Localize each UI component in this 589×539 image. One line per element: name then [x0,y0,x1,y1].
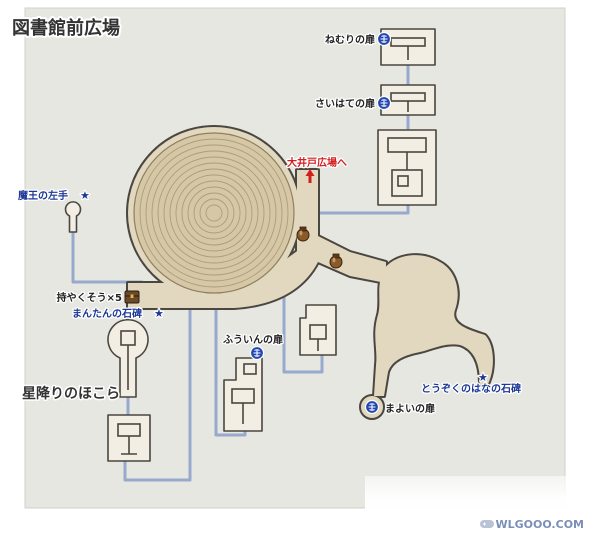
gamepad-icon [480,520,494,528]
passage-lines [71,63,410,482]
plaza-rings [133,132,295,294]
door-label-saihate: さいはての扉 [315,97,375,110]
door-icon [249,345,265,361]
exit-label: 大井戸広場へ [287,156,347,169]
star-icon: ★ [80,189,90,202]
room-east-annex [299,304,337,356]
star-icon: ★ [478,371,488,384]
up-arrow-icon [305,169,315,183]
jar-icon [329,253,343,269]
room-saihate [380,84,436,116]
door-icon [376,31,392,47]
room-maou-node [64,201,82,233]
star-icon: ★ [154,307,164,320]
jar-icon [296,226,310,242]
room-outline [64,201,82,233]
plaza-ring [145,144,283,282]
jar-neck [299,226,307,232]
monument-label-mantan: まんたんの石碑 [72,307,142,320]
passage-line [123,304,192,482]
plaza-ring-base [133,132,295,294]
passage-line [214,304,247,437]
plaza-ring [169,168,259,258]
map-title: 図書館前広場 [12,17,120,39]
room-wall [121,436,137,455]
gamepad-body [480,520,494,528]
plaza-ring [187,186,241,240]
cave-floor [374,255,493,396]
passage-line [282,262,324,374]
passage-line [71,229,144,284]
door-icon-swirl [380,99,388,107]
plaza-ring [199,198,229,228]
room-north-hall [377,129,437,206]
plaza-ring [157,156,271,270]
plaza-ring [175,174,253,252]
plaza-ring [181,180,247,246]
room-nemuri [380,28,436,66]
room-hoshifuri-shrine [107,414,151,462]
room-wall [397,175,409,187]
plaza-ring [151,150,277,276]
plaza-ring [205,204,223,222]
treasure-label: 持やくそう×5 [57,291,122,304]
room-wall [391,169,423,197]
room-wall [243,363,257,375]
door-icon-swirl [368,403,376,411]
treasure-chest-icon [124,290,140,304]
jar-shine [299,230,303,236]
watermark-text: WLGOOO.COM [495,518,584,531]
watermark-backdrop [365,476,589,539]
plaza-ring [163,162,265,264]
shrine-label: 星降りのほこら [22,385,120,402]
door-label-fuuin: ふういんの扉 [223,333,283,346]
door-icon [364,399,380,415]
plaza-ring [193,192,235,234]
room-outline [299,304,337,356]
door-icon [376,95,392,111]
jar-neck [332,253,340,259]
jar-shine [332,257,336,263]
monument-label-maou: 魔王の左手 [18,189,68,202]
room-keyhole [107,318,149,398]
door-label-nemuri: ねむりの扉 [325,33,375,46]
chest-lock [130,294,134,298]
door-icon-swirl [253,349,261,357]
door-icon-swirl [380,35,388,43]
monument-label-touzoku: とうぞくのはなの石碑 [421,382,521,395]
passage-line [295,202,410,215]
gamepad-dpad [483,522,486,526]
door-label-mayoi: まよいの扉 [385,402,435,415]
plaza-ring [139,138,289,288]
